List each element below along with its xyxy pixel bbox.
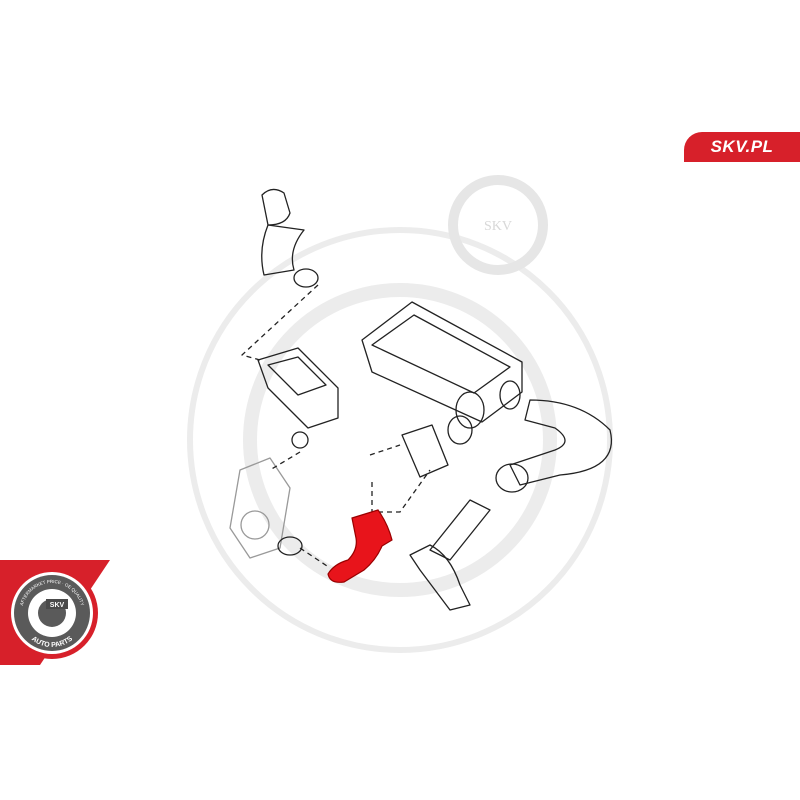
brand-site-label: SKV.PL bbox=[710, 137, 774, 156]
top-elbow-hose bbox=[261, 188, 319, 288]
brand-tab: SKV.PL bbox=[684, 132, 800, 162]
watermark-gear-small bbox=[448, 175, 548, 275]
lower-bellow-hose bbox=[409, 499, 491, 611]
maf-sensor bbox=[401, 415, 473, 478]
hose-clamp bbox=[277, 536, 303, 556]
badge-center-text: SKV bbox=[50, 602, 65, 609]
throttle-body bbox=[257, 347, 339, 449]
engine-manifold bbox=[229, 457, 291, 559]
highlighted-intake-hose bbox=[327, 509, 393, 583]
skv-auto-parts-badge: SKV AFTERMARKET PRICE · OE QUALITY AUTO … bbox=[0, 560, 110, 665]
assembly-guide-lines bbox=[241, 284, 431, 569]
watermark-gear-large bbox=[187, 227, 613, 653]
watermark-text: SKV bbox=[484, 219, 512, 234]
right-bellow-hose bbox=[495, 399, 612, 493]
air-filter-box bbox=[361, 301, 523, 429]
